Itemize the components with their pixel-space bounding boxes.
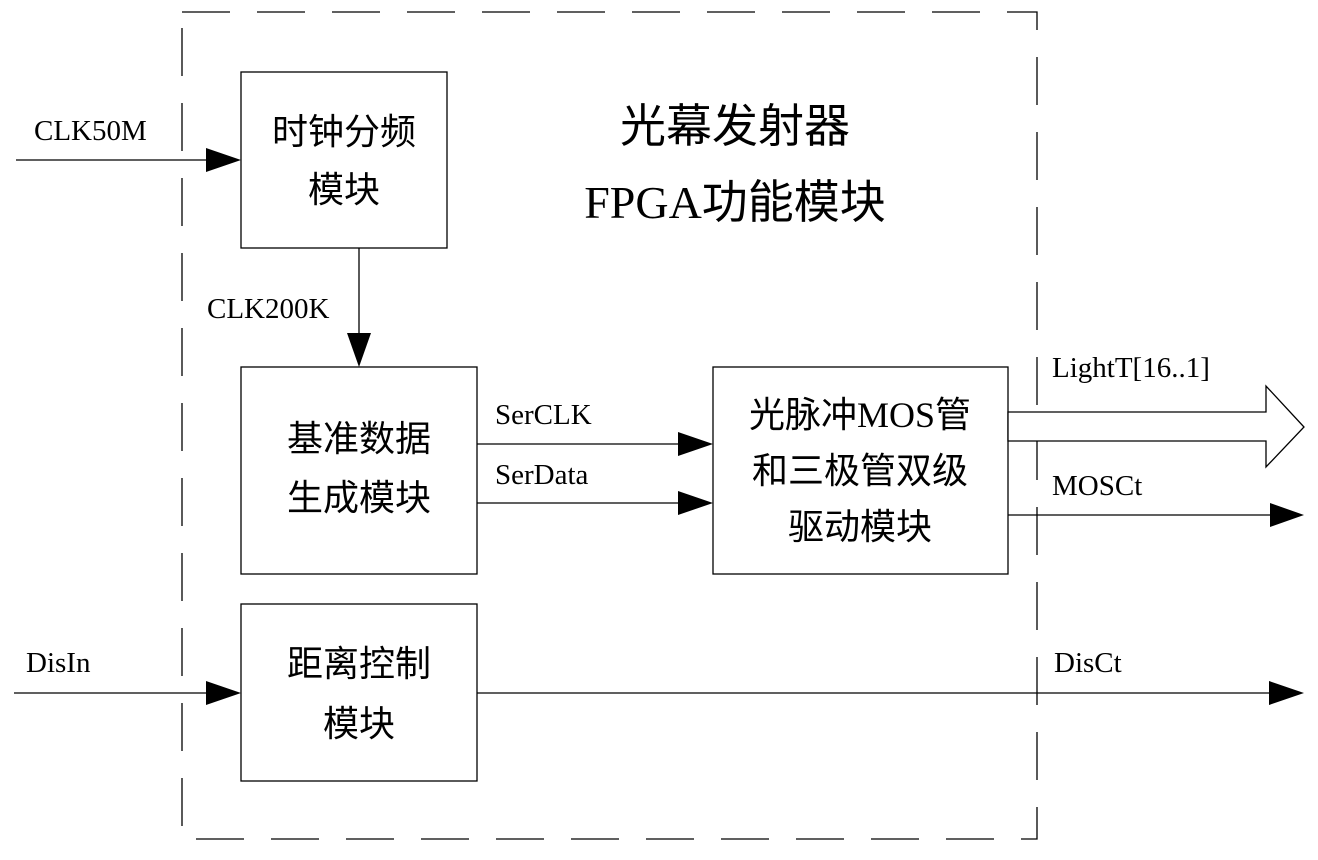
clk200k-arrow (347, 248, 371, 367)
disct-arrow (477, 681, 1304, 705)
mosct-arrow (1008, 503, 1304, 527)
distance-control-block: 距离控制 模块 (240, 603, 478, 782)
driver-label-line1: 光脉冲MOS管 (749, 395, 971, 435)
driver-label-line3: 驱动模块 (788, 507, 932, 547)
serclk-label: SerCLK (495, 399, 592, 431)
arrowhead-icon (678, 432, 713, 456)
serdata-label: SerData (495, 459, 589, 491)
arrowhead-icon (206, 148, 241, 172)
disct-label: DisCt (1054, 647, 1122, 679)
arrowhead-icon (1269, 681, 1304, 705)
baseline-data-label-line2: 生成模块 (287, 478, 431, 518)
clock-divider-label-line2: 模块 (308, 170, 380, 210)
disin-input-arrow (14, 681, 241, 705)
disin-label: DisIn (26, 647, 91, 679)
fpga-boundary-frame (181, 11, 1038, 840)
baseline-data-label-line1: 基准数据 (287, 419, 431, 459)
diagram-title-line1: 光幕发射器 (620, 101, 850, 152)
serdata-arrow (477, 491, 713, 515)
clock-divider-label-line1: 时钟分频 (272, 112, 416, 152)
driver-label-line2: 和三极管双级 (752, 451, 968, 491)
driver-block: 光脉冲MOS管 和三极管双级 驱动模块 (712, 366, 1009, 575)
distance-control-label-line1: 距离控制 (287, 644, 431, 684)
serclk-arrow (477, 432, 713, 456)
clk200k-label: CLK200K (207, 293, 330, 325)
lightt-bus-arrow (1007, 384, 1305, 469)
distance-control-label-line2: 模块 (323, 704, 395, 744)
clock-divider-block: 时钟分频 模块 (240, 71, 448, 249)
arrowhead-icon (347, 333, 371, 367)
arrowhead-icon (1270, 503, 1304, 527)
arrowhead-icon (206, 681, 241, 705)
baseline-data-block: 基准数据 生成模块 (240, 366, 478, 575)
clk50m-input-arrow (16, 148, 241, 172)
mosct-label: MOSCt (1052, 470, 1142, 502)
lightt-label: LightT[16..1] (1052, 352, 1210, 384)
clk50m-label: CLK50M (34, 115, 147, 147)
diagram-title-line2: FPGA功能模块 (584, 177, 886, 228)
arrowhead-icon (678, 491, 713, 515)
